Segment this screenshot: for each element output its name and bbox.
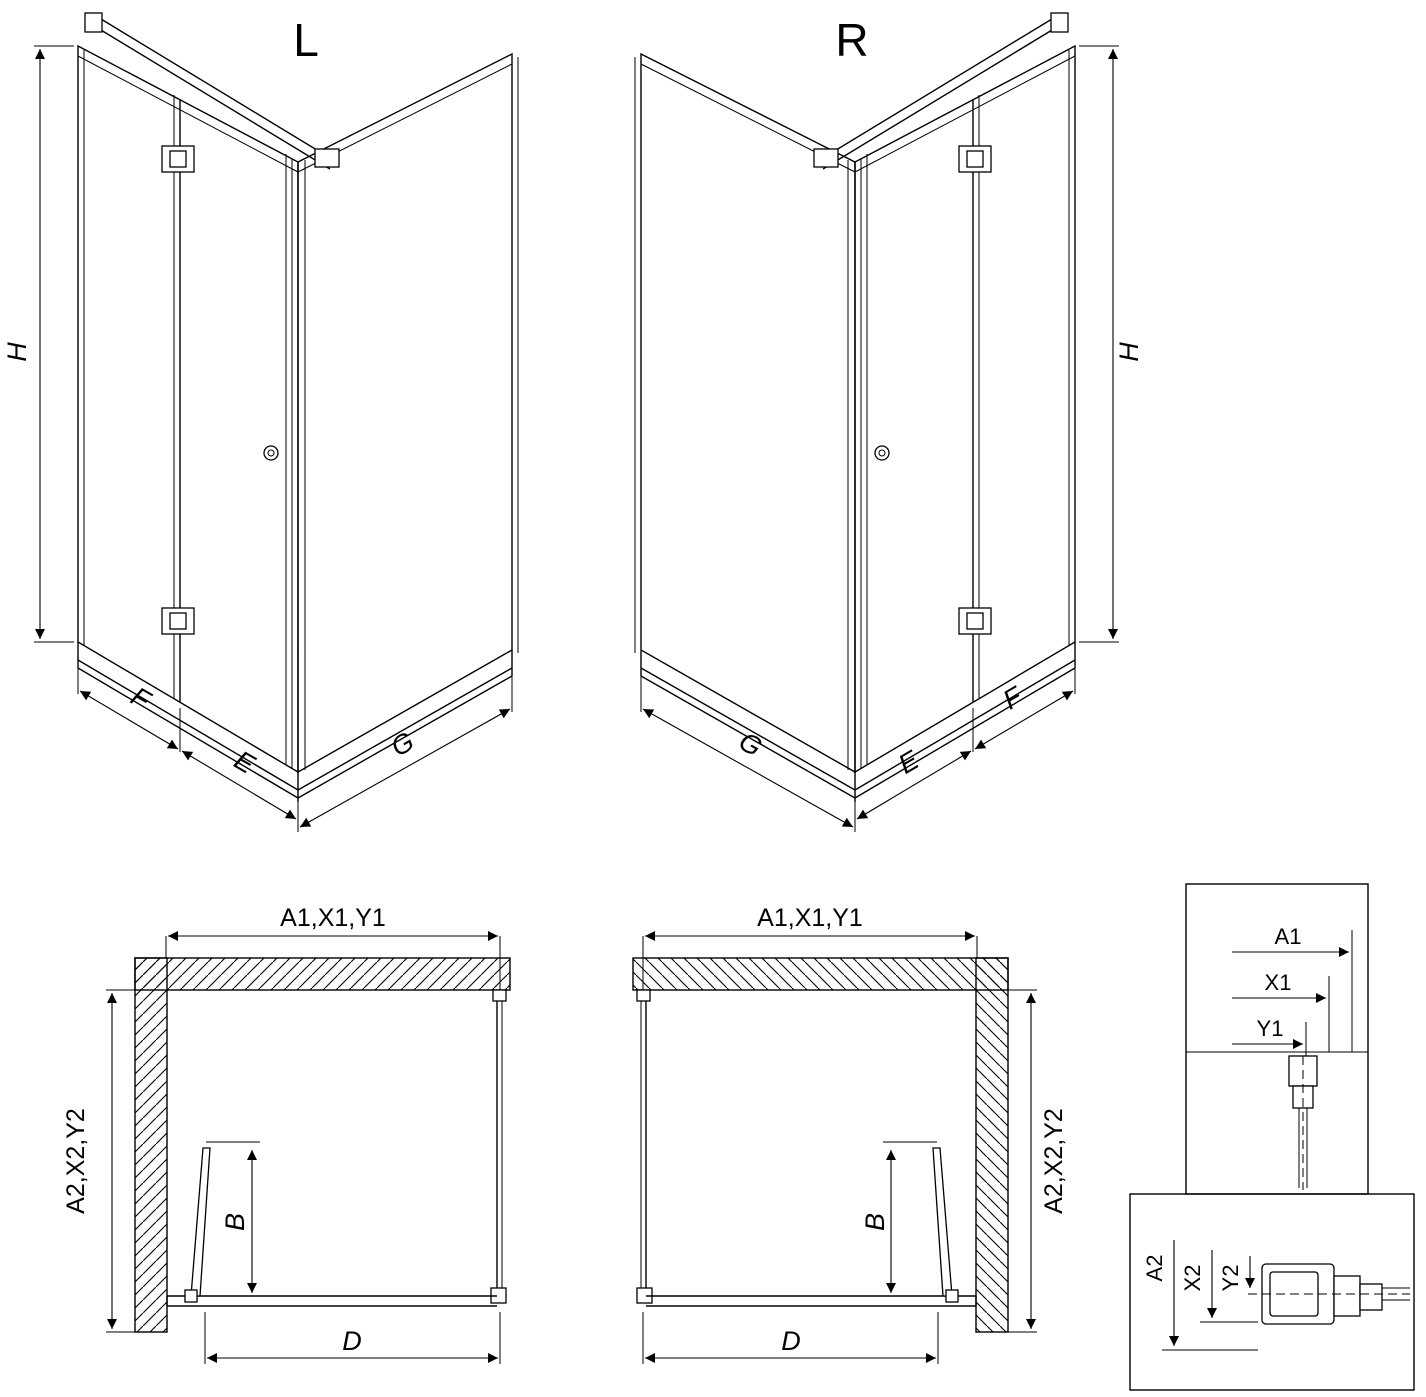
plan-right-view: A1,X1,Y1 A2,X2,Y2 B D [633, 904, 1068, 1364]
iso-left-view: L H F E G [2, 13, 518, 832]
plan-left-view: A1,X1,Y1 A2,X2,Y2 B D [62, 904, 510, 1364]
iso-right-title: R [835, 14, 868, 66]
iso-left-title: L [293, 14, 319, 66]
plan-right-dim-b: B [860, 1213, 890, 1231]
plan-left-dim-d: D [342, 1326, 362, 1356]
plan-right-dim-depth: A2,X2,Y2 [1040, 1108, 1068, 1214]
detail-top-label-y1: Y1 [1257, 1016, 1284, 1041]
iso-left-dim-h: H [2, 342, 32, 362]
iso-right-dim-e: E [893, 744, 924, 779]
iso-left-dim-e: E [229, 745, 260, 780]
plan-left-dim-depth: A2,X2,Y2 [62, 1108, 90, 1214]
plan-right-dim-width: A1,X1,Y1 [757, 904, 863, 932]
detail-top-box: A1 X1 Y1 [1185, 883, 1369, 1195]
iso-right-drawing [635, 13, 1119, 832]
detail-bottom-label-a2: A2 [1142, 1255, 1167, 1282]
detail-bottom-label-y2: Y2 [1218, 1265, 1243, 1292]
iso-left-drawing [34, 13, 518, 832]
plan-left-dim-width: A1,X1,Y1 [280, 904, 386, 932]
iso-right-dim-h: H [1114, 342, 1144, 362]
detail-top-label-x1: X1 [1265, 970, 1292, 995]
detail-bottom-box: A2 X2 Y2 [1129, 1193, 1415, 1391]
plan-left-dim-b: B [220, 1213, 250, 1231]
iso-left-dim-f: F [126, 681, 157, 716]
detail-bottom-label-x2: X2 [1180, 1265, 1205, 1292]
plan-right-dim-d: D [781, 1326, 801, 1356]
plan-right-drawing [633, 936, 1037, 1364]
plan-left-drawing [106, 936, 510, 1364]
detail-top-label-a1: A1 [1275, 924, 1302, 949]
iso-right-view: R H G E F [635, 13, 1144, 832]
